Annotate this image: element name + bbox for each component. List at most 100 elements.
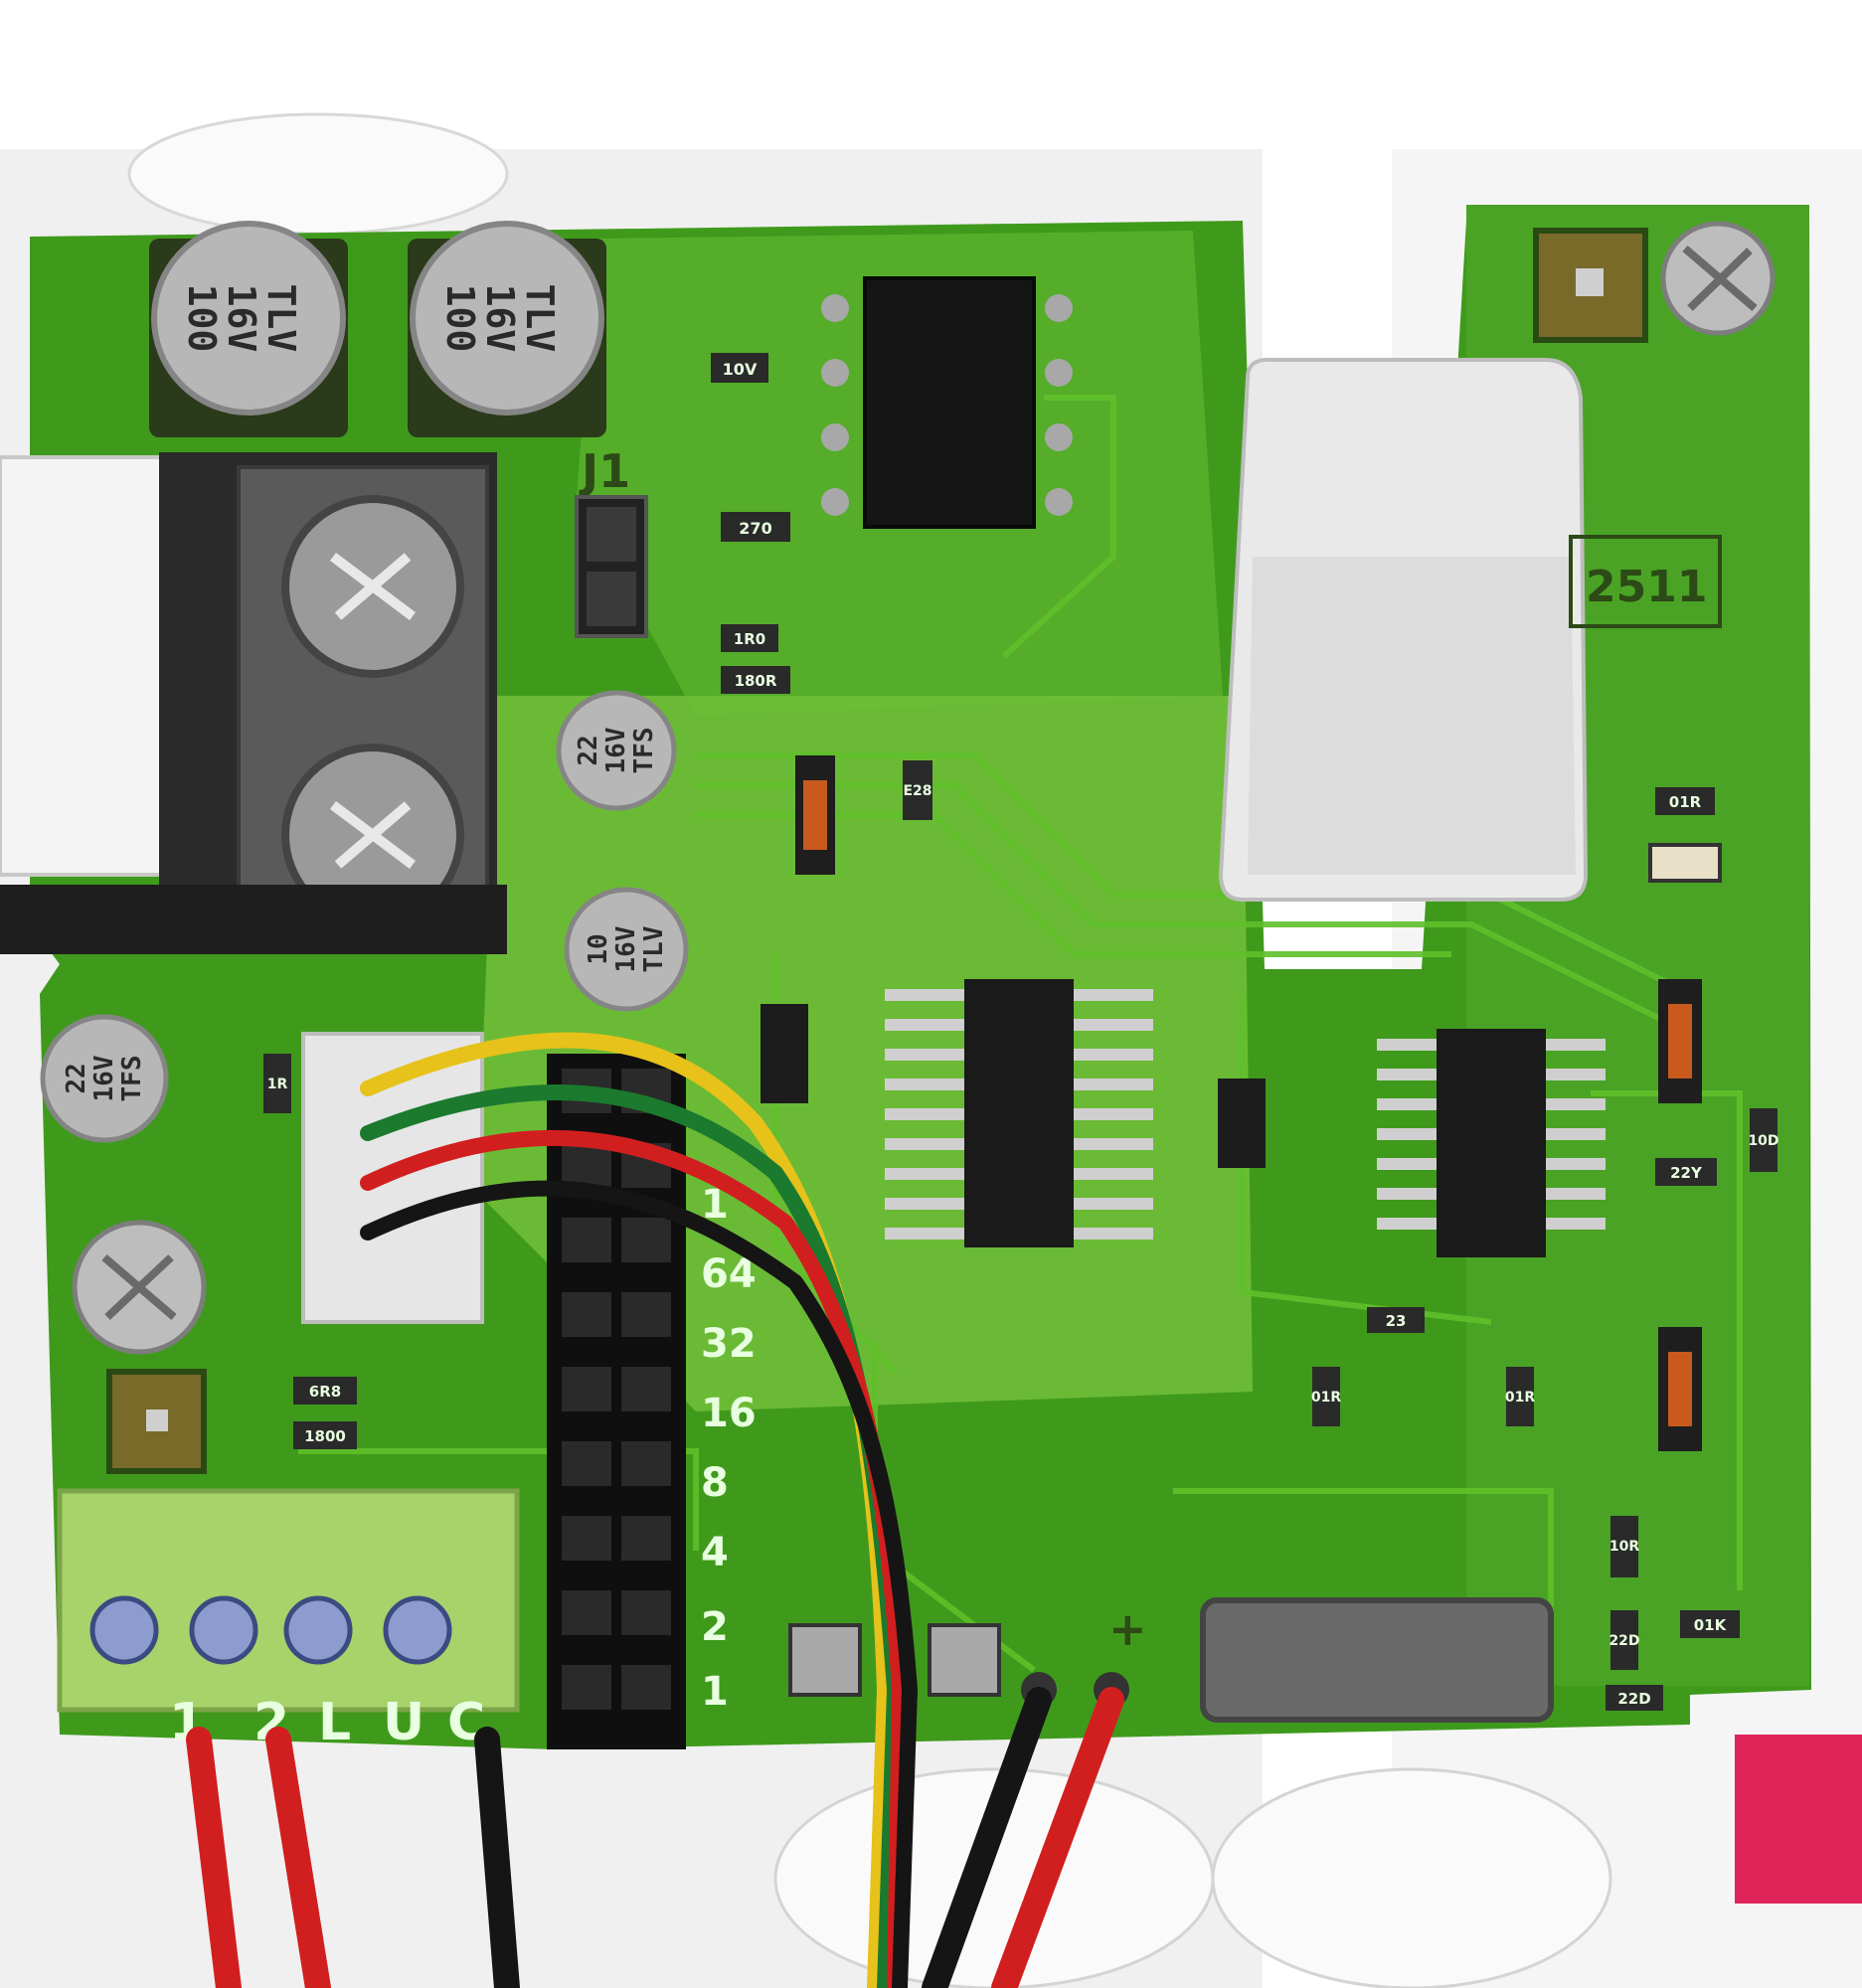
resistor-label-2: 270 bbox=[739, 519, 771, 538]
dip-label-8: 8 bbox=[701, 1460, 729, 1506]
terminal-screw-top-slot bbox=[330, 553, 416, 620]
svg-text:TLV: TLV bbox=[518, 284, 562, 353]
capacitor-c1: TLV 16V 100 bbox=[149, 221, 348, 437]
capacitor-c2-value: 100 bbox=[438, 284, 482, 353]
resistor-label-15: 01K bbox=[1694, 1616, 1728, 1634]
capacitor-c3-voltage: 16V bbox=[601, 728, 631, 774]
pink-corner-tab bbox=[1735, 1735, 1862, 1904]
resistor-label-18: 10R bbox=[1609, 1539, 1639, 1555]
svg-text:TFS: TFS bbox=[117, 1056, 147, 1102]
svg-text:16V: 16V bbox=[220, 284, 263, 353]
terminal-screw-bottom-slot bbox=[330, 801, 416, 869]
pad-square-2 bbox=[928, 1623, 1001, 1697]
dip-label-2: 2 bbox=[701, 1604, 729, 1650]
capacitor-c2-series: TLV bbox=[518, 284, 562, 353]
ic-dip8 bbox=[863, 276, 1036, 529]
resistor-label-12: 23 bbox=[1386, 1312, 1407, 1330]
capacitor-c5-series: TFS bbox=[117, 1056, 147, 1102]
test-pad-center-top-right bbox=[1576, 268, 1604, 296]
ic-soic-secondary-pins bbox=[1377, 1039, 1606, 1230]
capacitor-c4-series: TLV bbox=[639, 926, 669, 973]
dip-label-32: 32 bbox=[701, 1321, 757, 1367]
capacitor-c5: 22 16V TFS bbox=[40, 1014, 169, 1143]
resistor-label-8: 10D bbox=[1748, 1133, 1778, 1149]
test-pad-top-right bbox=[1533, 228, 1648, 343]
resistor-label-4: 180R bbox=[735, 672, 777, 690]
svg-text:100: 100 bbox=[438, 284, 482, 353]
jumper-cap-2 bbox=[587, 572, 636, 626]
mounting-post-top bbox=[127, 112, 509, 236]
resistor-label-17: 22D bbox=[1617, 1690, 1650, 1708]
terminal-block-white bbox=[0, 455, 171, 877]
terminal-screws bbox=[89, 1595, 452, 1665]
capacitor-c5-voltage: 16V bbox=[89, 1056, 119, 1102]
jumper-label: J1 bbox=[579, 444, 630, 498]
resistor-label-7: 22Y bbox=[1670, 1164, 1703, 1182]
jumper-cap-1 bbox=[587, 507, 636, 562]
pad-square-1 bbox=[788, 1623, 862, 1697]
svg-text:100: 100 bbox=[180, 284, 224, 353]
capacitor-c1-voltage: 16V bbox=[220, 284, 263, 353]
svg-text:22: 22 bbox=[574, 735, 603, 765]
resistor-label-1: 10V bbox=[723, 360, 758, 379]
screw-slot-top-right bbox=[1682, 245, 1758, 312]
capacitor-c2-voltage: 16V bbox=[478, 284, 522, 353]
model-fragment: 2511 bbox=[1586, 562, 1707, 612]
ic-soic-main bbox=[964, 979, 1074, 1247]
terminal-label-L: L bbox=[318, 1693, 351, 1752]
terminal-label-U: U bbox=[383, 1693, 424, 1752]
wire-bundle bbox=[360, 1032, 919, 1988]
dip-label-16: 16 bbox=[701, 1391, 757, 1436]
dip-label-1: 1 bbox=[701, 1669, 729, 1715]
terminal-block-base bbox=[0, 885, 507, 954]
resistor-label-10: 1800 bbox=[304, 1427, 346, 1445]
capacitor-c3-series: TFS bbox=[629, 728, 659, 774]
resistor-label-9: 6R8 bbox=[309, 1383, 341, 1401]
resistor-label-11: 1R bbox=[267, 1077, 288, 1092]
svg-text:10: 10 bbox=[584, 933, 613, 964]
ic-soic-main-pins bbox=[885, 989, 1153, 1240]
capacitor-c4: 10 16V TLV bbox=[564, 887, 689, 1012]
resistor-label-5: E28 bbox=[903, 783, 931, 799]
ic-soic-secondary bbox=[1437, 1029, 1546, 1257]
svg-text:16V: 16V bbox=[601, 728, 631, 774]
resistor-label-13: 01R bbox=[1505, 1390, 1535, 1406]
test-pad-bottom-left-center bbox=[146, 1409, 168, 1431]
capacitor-c5-value: 22 bbox=[62, 1063, 91, 1093]
capacitor-c4-voltage: 16V bbox=[611, 926, 641, 973]
light-pipe-highlight bbox=[1248, 557, 1576, 875]
mounting-post-bottom-right bbox=[1211, 1767, 1612, 1988]
capacitor-c3: 22 16V TFS bbox=[556, 690, 677, 811]
dip-switch-pins bbox=[562, 1069, 671, 1710]
test-pad-bottom-left bbox=[106, 1369, 207, 1474]
svg-text:16V: 16V bbox=[89, 1056, 119, 1102]
svg-text:TLV: TLV bbox=[639, 926, 669, 973]
resistor-label-6: 01R bbox=[1669, 793, 1702, 811]
capacitor-c1-value: 100 bbox=[180, 284, 224, 353]
smd-resistors: 10V 270 1R0 180R E28 01R 22Y 10D 6R8 180… bbox=[263, 353, 1779, 1711]
svg-text:16V: 16V bbox=[478, 284, 522, 353]
resistor-label-14: 01R bbox=[1311, 1390, 1341, 1406]
screw-slot-bottom-left bbox=[101, 1253, 177, 1321]
dip-label-4: 4 bbox=[701, 1530, 729, 1575]
diodes bbox=[795, 755, 1702, 1451]
svg-text:22: 22 bbox=[62, 1063, 91, 1093]
smd-led bbox=[1648, 843, 1722, 883]
capacitor-c2: TLV 16V 100 bbox=[408, 221, 606, 437]
resistor-label-3: 1R0 bbox=[734, 630, 765, 648]
svg-text:TFS: TFS bbox=[629, 728, 659, 774]
ic-dip8-pins bbox=[821, 294, 1073, 516]
resistor-network-mid bbox=[1218, 1078, 1266, 1168]
model-label-box bbox=[1569, 535, 1722, 628]
capacitor-c1-series: TLV bbox=[259, 284, 303, 353]
capacitor-c4-value: 10 bbox=[584, 933, 613, 964]
svg-text:TLV: TLV bbox=[259, 284, 303, 353]
resistor-label-16: 22D bbox=[1608, 1633, 1639, 1649]
resistor-network-left bbox=[761, 1004, 808, 1103]
output-wires bbox=[186, 1687, 1124, 1988]
capacitor-c3-value: 22 bbox=[574, 735, 603, 765]
polarity-plus: + bbox=[1108, 1602, 1147, 1656]
svg-text:16V: 16V bbox=[611, 926, 641, 973]
crystal-oscillator bbox=[1200, 1597, 1554, 1723]
